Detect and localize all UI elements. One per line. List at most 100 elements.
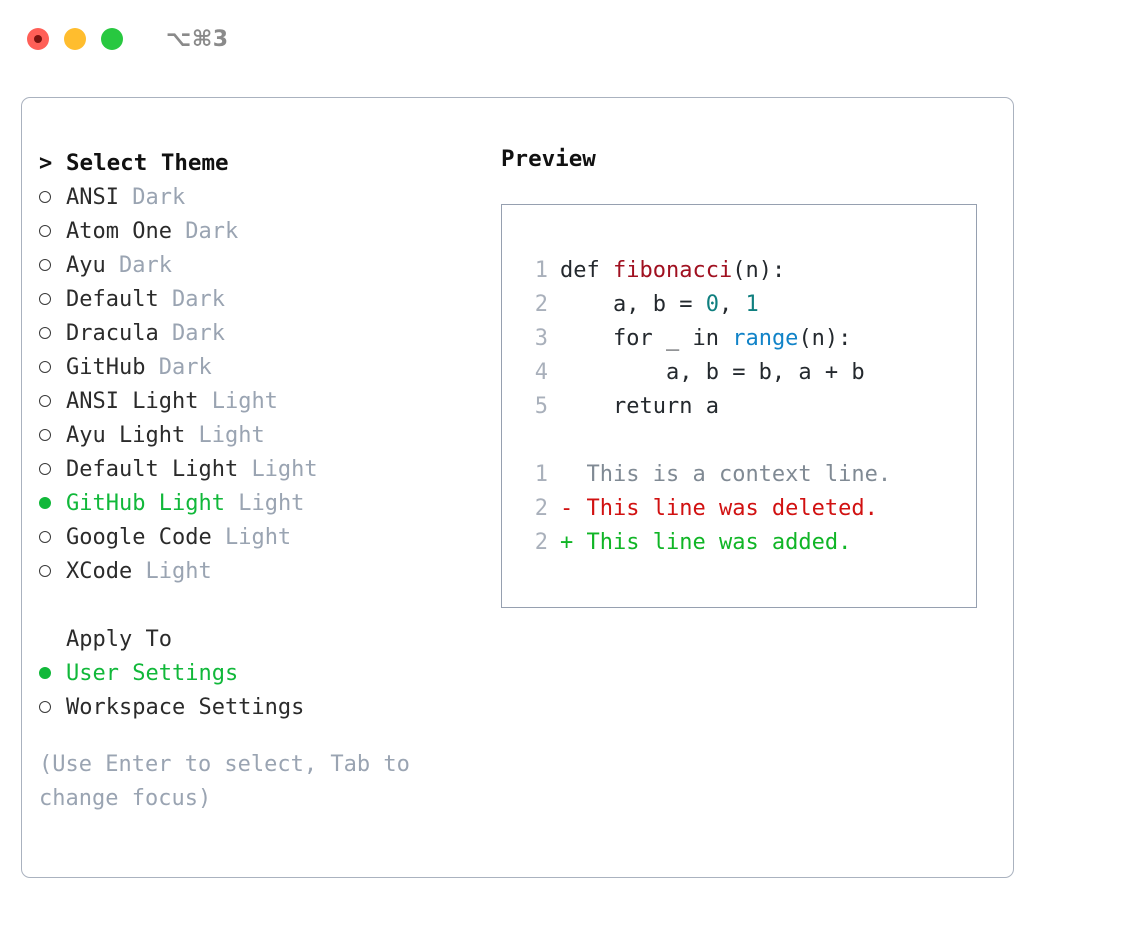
apply-to-option[interactable]: Workspace Settings xyxy=(39,690,489,724)
theme-name: Atom One xyxy=(66,218,172,244)
spacer xyxy=(106,253,119,278)
diff-line-context: 1 This is a context line. xyxy=(520,457,976,491)
theme-name: Ayu Light xyxy=(66,422,186,448)
theme-list-item[interactable]: Google Code Light xyxy=(39,520,489,554)
radio-empty-icon[interactable] xyxy=(39,395,66,407)
spacer xyxy=(185,423,198,448)
radio-empty-icon[interactable] xyxy=(39,531,66,543)
theme-variant-tag: Dark xyxy=(158,354,212,380)
title-bar: ⌥⌘3 xyxy=(0,0,1140,78)
theme-name: Default Light xyxy=(66,456,239,482)
maximize-button-icon[interactable] xyxy=(101,28,123,50)
radio-dot-icon xyxy=(39,259,51,271)
radio-empty-icon[interactable] xyxy=(39,327,66,339)
radio-dot-icon xyxy=(39,701,51,713)
theme-name: ANSI Light xyxy=(66,388,199,414)
code-diff-gap xyxy=(520,423,976,457)
theme-list-item[interactable]: ANSI Light Light xyxy=(39,384,489,418)
radio-selected-icon[interactable] xyxy=(39,497,66,509)
theme-variant-tag: Dark xyxy=(132,184,186,210)
theme-name: Dracula xyxy=(66,320,159,346)
apply-to-option-label: Workspace Settings xyxy=(66,694,305,720)
theme-variant-tag: Light xyxy=(238,490,305,516)
code-indent xyxy=(560,292,613,317)
spacer xyxy=(238,457,251,482)
radio-empty-icon[interactable] xyxy=(39,463,66,475)
theme-list-item[interactable]: XCode Light xyxy=(39,554,489,588)
code-token-plain: (n): xyxy=(732,257,786,283)
diff-text: This is a context line. xyxy=(586,461,892,487)
spacer xyxy=(225,491,238,516)
radio-empty-icon[interactable] xyxy=(39,225,66,237)
line-number: 3 xyxy=(534,325,548,351)
code-line: 5 return a xyxy=(520,389,976,423)
spacer xyxy=(212,525,225,550)
radio-dot-icon xyxy=(39,293,51,305)
spacer xyxy=(145,355,158,380)
radio-empty-icon[interactable] xyxy=(39,259,66,271)
radio-empty-icon[interactable] xyxy=(39,191,66,203)
code-token-num: 1 xyxy=(745,291,759,317)
theme-variant-tag: Light xyxy=(251,456,318,482)
theme-name: GitHub xyxy=(66,354,146,380)
diff-text: This line was added. xyxy=(586,529,852,555)
theme-list-item[interactable]: ANSI Dark xyxy=(39,180,489,214)
theme-variant-tag: Light xyxy=(145,558,212,584)
theme-name: XCode xyxy=(66,558,133,584)
line-number: 4 xyxy=(534,359,548,385)
diff-sign xyxy=(560,462,587,487)
radio-empty-icon[interactable] xyxy=(39,361,66,373)
theme-list-item[interactable]: GitHub Light Light xyxy=(39,486,489,520)
radio-dot-icon xyxy=(39,327,51,339)
traffic-lights xyxy=(27,28,123,50)
spacer xyxy=(172,219,185,244)
theme-variant-tag: Dark xyxy=(171,320,225,346)
diff-line-added: 2+ This line was added. xyxy=(520,525,976,559)
theme-list-item[interactable]: Atom One Dark xyxy=(39,214,489,248)
theme-list-header: > Select Theme xyxy=(39,146,489,180)
radio-selected-icon[interactable] xyxy=(39,667,66,679)
theme-list-item[interactable]: Ayu Light Light xyxy=(39,418,489,452)
apply-to-option[interactable]: User Settings xyxy=(39,656,489,690)
theme-variant-tag: Light xyxy=(198,422,265,448)
radio-empty-icon[interactable] xyxy=(39,701,66,713)
selection-arrow-icon: > xyxy=(39,150,53,176)
list-spacer xyxy=(39,588,489,622)
spacer xyxy=(119,185,132,210)
preview-title: Preview xyxy=(501,146,596,172)
code-line: 3 for _ in range(n): xyxy=(520,321,976,355)
theme-name: Ayu xyxy=(66,252,106,278)
line-number: 2 xyxy=(534,495,548,521)
line-number: 2 xyxy=(534,291,548,317)
theme-name: Google Code xyxy=(66,524,212,550)
minimize-button-icon[interactable] xyxy=(64,28,86,50)
radio-empty-icon[interactable] xyxy=(39,429,66,441)
code-token-plain: , xyxy=(718,291,746,317)
theme-list-item[interactable]: GitHub Dark xyxy=(39,350,489,384)
diff-sign: - xyxy=(560,495,587,521)
radio-empty-icon[interactable] xyxy=(39,565,66,577)
radio-dot-icon xyxy=(39,225,51,237)
code-token-num: 0 xyxy=(705,291,719,317)
code-token-plain: a, b = b, a + b xyxy=(665,359,865,385)
code-token-plain: return a xyxy=(612,393,719,419)
radio-dot-icon xyxy=(39,667,51,679)
code-token-plain: for _ in xyxy=(612,325,733,351)
theme-list-title: Select Theme xyxy=(66,150,229,176)
theme-list-item[interactable]: Ayu Dark xyxy=(39,248,489,282)
theme-list-item[interactable]: Default Light Light xyxy=(39,452,489,486)
spacer xyxy=(159,287,172,312)
close-button-icon[interactable] xyxy=(27,28,49,50)
keyboard-hint: (Use Enter to select, Tab to change focu… xyxy=(39,752,410,811)
code-token-fn: fibonacci xyxy=(612,257,733,283)
theme-list-item[interactable]: Dracula Dark xyxy=(39,316,489,350)
apply-to-section: Apply To xyxy=(39,622,489,656)
apply-to-option-label: User Settings xyxy=(66,660,239,686)
theme-list-item[interactable]: Default Dark xyxy=(39,282,489,316)
radio-empty-icon[interactable] xyxy=(39,293,66,305)
spacer xyxy=(159,321,172,346)
